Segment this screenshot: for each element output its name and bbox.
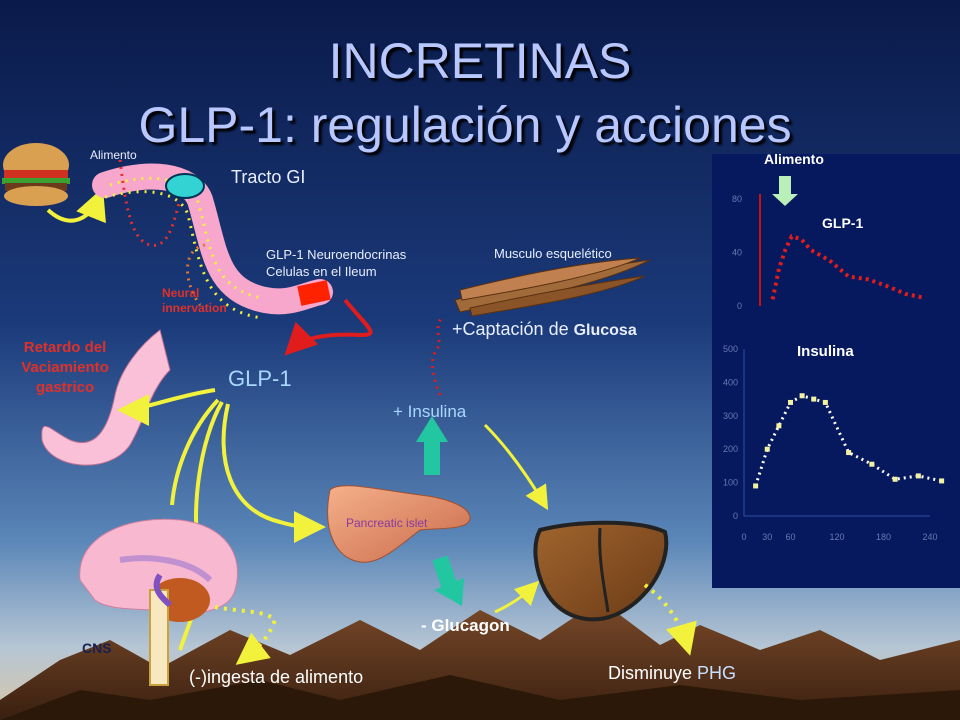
chart2-y-tick-label: 500 (723, 344, 738, 354)
label-musculo: Musculo esquelético (494, 246, 612, 261)
label-captacion: +Captación de Glucosa (452, 319, 637, 340)
label-glp1-center: GLP-1 (228, 366, 292, 391)
label-neural: Neural innervation (162, 286, 227, 316)
chart2-y-tick-label: 200 (723, 444, 738, 454)
label-captacion-glucosa: Glucosa (573, 322, 637, 339)
chart2-y-tick-label: 300 (723, 411, 738, 421)
label-neural-line1: Neural (162, 286, 200, 300)
label-neuroendocrine: GLP-1 Neuroendocrinas Celulas en el Ileu… (266, 246, 406, 280)
chart1-title: GLP-1 (822, 215, 863, 231)
label-alimento-small: Alimento (90, 148, 137, 162)
label-neuroendocrine-line1: GLP-1 Neuroendocrinas (266, 247, 407, 262)
hamburger-icon (2, 143, 70, 206)
label-retardo-line2: Vaciamiento (21, 359, 109, 376)
chart2-data-point (869, 461, 875, 467)
chart2-y-tick-label: 0 (733, 511, 738, 521)
chart2-x-tick-label: 240 (922, 532, 937, 542)
label-disminuye: Disminuye PHG (608, 663, 736, 684)
title-line-2: GLP-1: regulación y acciones (138, 97, 792, 153)
alimento-arrow-shaft (779, 176, 791, 196)
label-pancreatic-islet: Pancreatic islet (346, 516, 428, 530)
chart2-series-line (754, 394, 942, 487)
muscle-icon (454, 257, 651, 317)
label-insulina-plus: + Insulina (393, 402, 467, 421)
chart2-x-tick-label: 180 (876, 532, 891, 542)
chart2-data-point (753, 483, 759, 489)
label-neuroendocrine-line2: Celulas en el Ileum (266, 264, 377, 279)
chart2-x-tick-label: 0 (741, 532, 746, 542)
chart2-data-point (939, 478, 945, 484)
chart2-data-point (846, 450, 852, 456)
label-ingesta: (-)ingesta de alimento (189, 667, 364, 687)
label-glucagon: - Glucagon (421, 616, 510, 635)
chart1-y-tick-label: 80 (732, 194, 742, 204)
chart2-data-point (892, 476, 898, 482)
label-neural-line2: innervation (162, 301, 227, 315)
label-disminuye-a: Disminuye (608, 663, 693, 683)
chart2-x-tick-label: 30 (762, 532, 772, 542)
label-cns: CNS (82, 640, 112, 656)
chart2-insulina: 0 100 200 300 400 500 0 30 60 120 180 240 (723, 344, 945, 542)
chart2-data-point (811, 396, 817, 402)
chart2-data-point (799, 393, 805, 399)
chart2-x-tick-label: 120 (829, 532, 844, 542)
chart1-glp1: 0 40 80 (732, 194, 926, 311)
chart2-title: Insulina (797, 343, 854, 360)
chart2-data-point (776, 423, 782, 429)
chart2-data-point (822, 399, 828, 405)
chart1-y-tick-label: 40 (732, 248, 742, 258)
chart2-data-point (915, 473, 921, 479)
label-disminuye-b: PHG (692, 663, 737, 683)
gi-tract (92, 163, 333, 320)
chart2-data-point (764, 446, 770, 452)
chart2-x-tick-label: 60 (785, 532, 795, 542)
chart2-data-point (788, 399, 793, 405)
label-tracto-gi: Tracto GI (231, 167, 306, 187)
brain-icon (79, 518, 239, 686)
chart2-y-tick-label: 400 (723, 377, 738, 387)
label-retardo: Retardo del Vaciamiento gastrico (0, 338, 130, 398)
title-line-1: INCRETINAS (328, 33, 632, 89)
chart1-y-tick-label: 0 (737, 301, 742, 311)
chart-annotation-alimento: Alimento (764, 154, 824, 167)
chart1-series-line (770, 234, 926, 300)
liver-icon (533, 520, 669, 622)
chart2-y-tick-label: 100 (723, 478, 738, 488)
label-retardo-line1: Retardo del (23, 339, 107, 356)
label-captacion-prefix: +Captación de (452, 319, 574, 339)
label-retardo-line3: gastrico (35, 379, 95, 396)
alimento-arrow-head (772, 194, 798, 206)
